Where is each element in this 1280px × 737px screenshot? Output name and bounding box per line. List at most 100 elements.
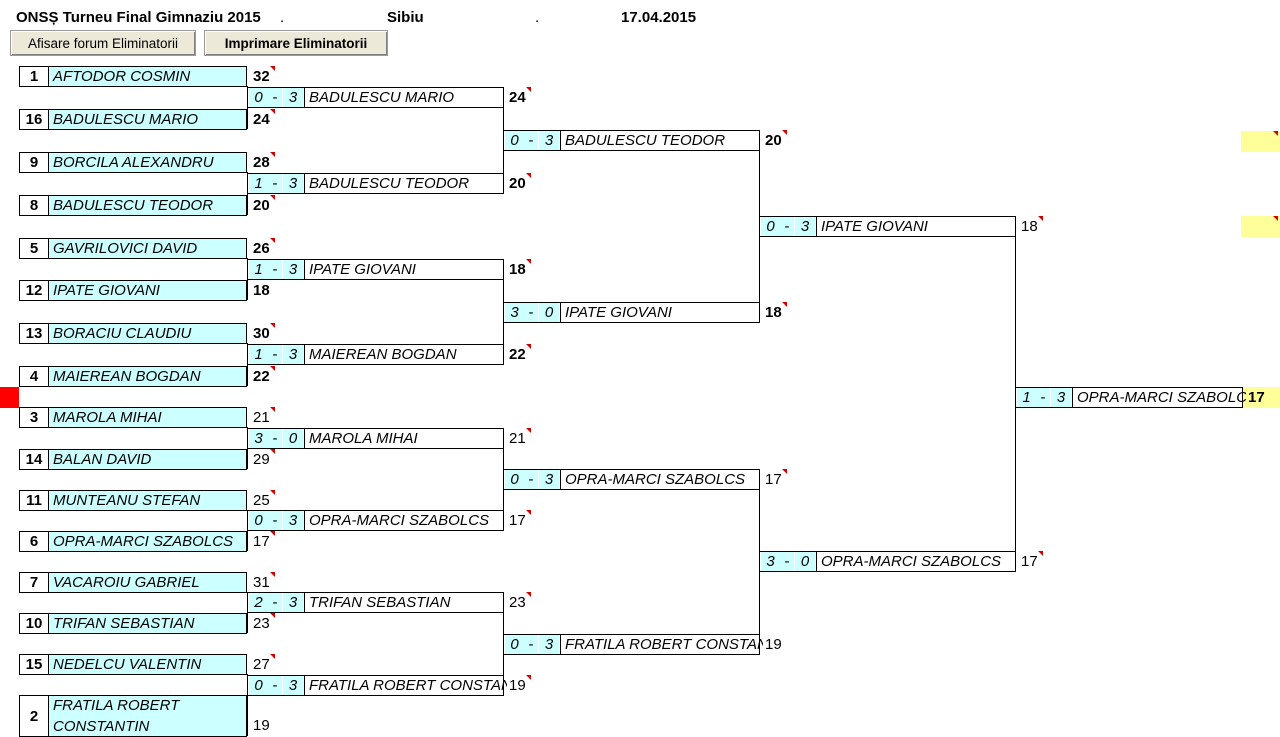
seed-number: 6 [19, 531, 49, 552]
comment-marker [270, 449, 275, 454]
match-score-left: 0 [249, 511, 268, 530]
seed-number: 4 [19, 366, 49, 387]
bracket-line [247, 343, 248, 386]
match-score-right: 3 [1051, 388, 1071, 407]
comment-marker [526, 592, 531, 597]
match-score: 21 [509, 430, 526, 447]
bracket-line [247, 427, 248, 469]
match-divider [304, 511, 305, 530]
bracket-line [247, 510, 248, 551]
player-name-cell[interactable]: VACAROIU GABRIEL [48, 572, 247, 593]
player-name-cell[interactable]: NEDELCU VALENTIN [48, 654, 247, 675]
match-score: 19 [765, 636, 782, 653]
comment-marker [526, 344, 531, 349]
comment-marker [526, 87, 531, 92]
seed-number: 7 [19, 572, 49, 593]
player-name-cell[interactable]: IPATE GIOVANI [48, 280, 247, 301]
match-score: 17 [765, 471, 782, 488]
seed-number: 10 [19, 613, 49, 634]
comment-marker [782, 302, 787, 307]
player-name-cell[interactable]: BALAN DAVID [48, 449, 247, 470]
match-score-left: 0 [249, 676, 268, 695]
match-score: 24 [509, 89, 526, 106]
comment-marker [270, 195, 275, 200]
city-label: Sibiu [387, 9, 424, 26]
bracket-line [247, 172, 248, 215]
player-name-cell[interactable]: MAROLA MIHAI [48, 407, 247, 428]
comment-marker [270, 323, 275, 328]
player-name-cell[interactable]: BORCILA ALEXANDRU [48, 152, 247, 173]
comment-marker [270, 613, 275, 618]
highlight-cell [1242, 387, 1280, 408]
match-score: 18 [765, 304, 782, 321]
match-divider [560, 635, 561, 654]
match-score-left: 1 [249, 260, 268, 279]
bracket-line [247, 592, 248, 633]
match-score-right: 3 [795, 217, 815, 236]
comment-marker [270, 654, 275, 659]
match-score-right: 3 [283, 593, 303, 612]
bracket-line [247, 674, 248, 736]
match-score-left: 0 [505, 131, 524, 150]
match-score-separator: - [268, 676, 282, 695]
match-score-right: 3 [539, 635, 559, 654]
header-dot: . [535, 9, 540, 26]
player-name-cell[interactable]: AFTODOR COSMIN [48, 66, 247, 87]
match-score-separator: - [524, 635, 538, 654]
player-score: 24 [253, 111, 270, 128]
player-name-cell[interactable]: MUNTEANU STEFAN [48, 490, 247, 511]
player-name-cell[interactable]: BADULESCU TEODOR [48, 195, 247, 216]
match-score: 17 [1021, 553, 1038, 570]
bracket-line [503, 107, 504, 193]
match-score-separator: - [524, 303, 538, 322]
player-name-cell[interactable]: TRIFAN SEBASTIAN [48, 613, 247, 634]
player-name-line1: FRATILA ROBERT [53, 697, 180, 714]
player-name-cell[interactable]: BORACIU CLAUDIU [48, 323, 247, 344]
player-name-cell[interactable]: BADULESCU MARIO [48, 109, 247, 130]
player-name-cell[interactable]: MAIEREAN BOGDAN [48, 366, 247, 387]
player-name-cell[interactable]: GAVRILOVICI DAVID [48, 238, 247, 259]
match-score-right: 3 [539, 131, 559, 150]
match-divider [304, 676, 305, 695]
date-label: 17.04.2015 [621, 9, 697, 26]
print-bracket-button[interactable]: Imprimare Eliminatorii [204, 30, 388, 56]
row-marker [0, 387, 19, 408]
comment-marker [1038, 551, 1043, 556]
player-name-cell[interactable]: OPRA-MARCI SZABOLCS [48, 531, 247, 552]
player-score: 28 [253, 154, 270, 171]
comment-marker [270, 407, 275, 412]
show-forum-button[interactable]: Afisare forum Eliminatorii [10, 30, 196, 56]
match-winner-name: FRATILA ROBERT CONSTANTIN [565, 636, 763, 653]
bracket-line [503, 279, 504, 364]
match-score-left: 3 [505, 303, 524, 322]
comment-marker [526, 173, 531, 178]
bracket-line [503, 448, 504, 530]
match-score: 20 [509, 175, 526, 192]
match-winner-name: BADULESCU TEODOR [309, 175, 470, 192]
comment-marker [270, 366, 275, 371]
comment-marker [270, 109, 275, 114]
match-score-separator: - [268, 593, 282, 612]
comment-marker [1273, 216, 1278, 221]
match-score-separator: - [524, 470, 538, 489]
match-winner-name: OPRA-MARCI SZABOLCS [565, 471, 746, 488]
player-score: 22 [253, 368, 270, 385]
player-score: 29 [253, 451, 270, 468]
match-score-separator: - [268, 174, 282, 193]
